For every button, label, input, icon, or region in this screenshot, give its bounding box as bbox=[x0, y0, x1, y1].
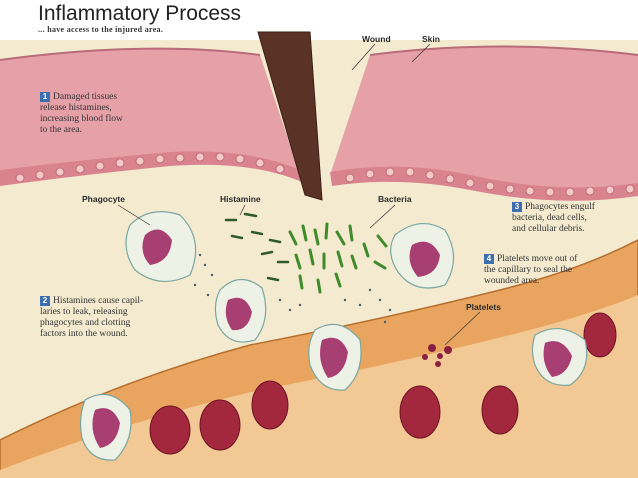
step-3-line-2: bacteria, dead cells, bbox=[512, 213, 587, 223]
label-wound: Wound bbox=[362, 34, 391, 44]
red-blood-cells bbox=[149, 312, 617, 455]
leak-dots bbox=[193, 253, 392, 324]
platelet-clot bbox=[422, 344, 452, 367]
label-phagocyte: Phagocyte bbox=[82, 194, 125, 204]
phagocyte-emerging-1 bbox=[214, 278, 267, 343]
step-1-line-3: increasing blood flow bbox=[40, 114, 123, 124]
page-title: Inflammatory Process bbox=[38, 2, 242, 25]
step-1-line-1: Damaged tissues bbox=[53, 92, 118, 102]
step-1-line-2: release histamines, bbox=[40, 103, 112, 113]
wound-object bbox=[257, 31, 323, 201]
step-3-number: 3 bbox=[512, 202, 522, 212]
skin-right bbox=[330, 46, 638, 194]
leader-lines bbox=[117, 43, 481, 346]
phagocyte-in-capillary-left bbox=[79, 393, 132, 461]
phagocyte-right bbox=[390, 223, 455, 289]
step-1-line-4: to the area. bbox=[40, 125, 82, 135]
step-3-line-1: Phagocytes engulf bbox=[525, 202, 595, 212]
phagocyte-emerging-2 bbox=[308, 323, 362, 391]
step-2-line-3: phagocytes and clotting bbox=[40, 318, 131, 328]
step-4-line-1: Platelets move out of bbox=[497, 254, 578, 264]
step-4-line-2: the capillary to seal the bbox=[484, 265, 573, 275]
bacteria-cluster bbox=[288, 222, 388, 294]
histamine-granules bbox=[224, 212, 290, 282]
page-subtitle: ... have access to the injured area. bbox=[38, 25, 164, 34]
basal-cells bbox=[15, 152, 635, 197]
label-histamine: Histamine bbox=[220, 194, 261, 204]
step-4-line-3: wounded area. bbox=[484, 276, 540, 286]
skin-left bbox=[0, 48, 300, 175]
basal-layer-left bbox=[0, 151, 302, 186]
phagocyte-in-capillary-right bbox=[531, 328, 588, 386]
label-skin: Skin bbox=[422, 34, 440, 44]
step-2-number: 2 bbox=[40, 296, 50, 306]
skin-surface-left bbox=[0, 47, 261, 61]
step-2-line-1: Histamines cause capil- bbox=[53, 296, 144, 306]
phagocyte-left bbox=[125, 211, 197, 282]
step-1-number: 1 bbox=[40, 92, 50, 102]
label-platelets: Platelets bbox=[466, 302, 501, 312]
step-3-line-3: and cellular debris. bbox=[512, 224, 585, 234]
label-bacteria: Bacteria bbox=[378, 194, 412, 204]
step-2-line-2: laries to leak, releasing bbox=[40, 307, 128, 317]
step-2-line-4: factors into the wound. bbox=[40, 329, 128, 339]
step-4-number: 4 bbox=[484, 254, 494, 264]
skin-surface-right bbox=[369, 45, 638, 56]
